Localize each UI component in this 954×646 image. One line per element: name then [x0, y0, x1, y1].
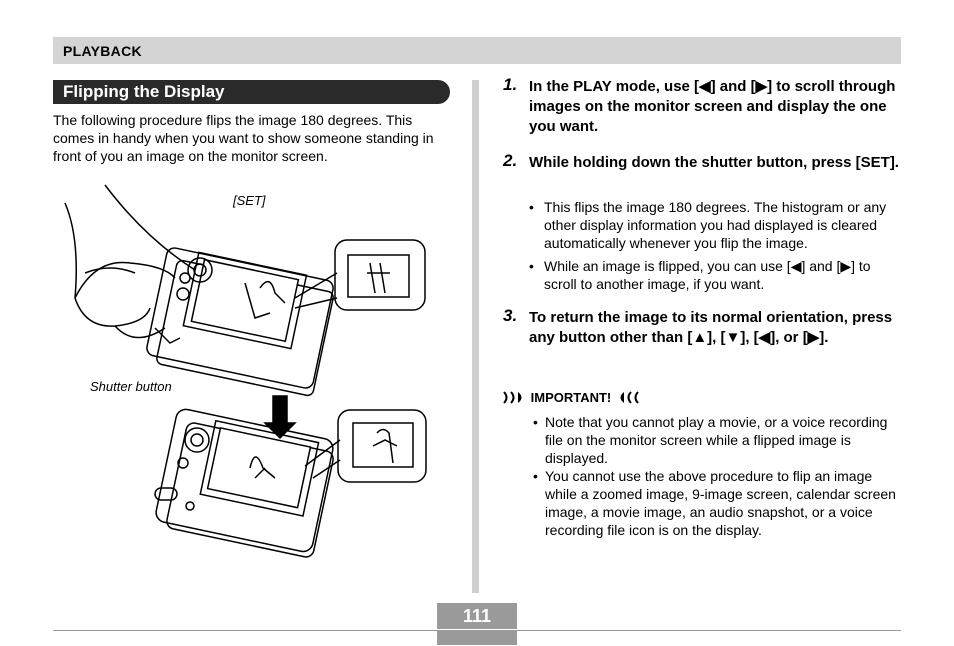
bullet-icon: •	[533, 468, 538, 484]
step-text: While holding down the shutter button, p…	[529, 154, 899, 171]
important-list: • Note that you cannot play a movie, or …	[533, 413, 903, 539]
list-item: • While an image is flipped, you can use…	[526, 257, 902, 293]
important-left-icon	[503, 391, 522, 404]
important-right-icon	[620, 391, 639, 404]
bullet-text: Note that you cannot play a movie, or a …	[545, 414, 888, 466]
page-number: 111	[437, 603, 517, 629]
step-number: 1.	[503, 75, 518, 94]
camera-drawing	[64, 184, 427, 558]
step-text: To return the image to its normal orient…	[529, 309, 893, 346]
important-heading: IMPORTANT!	[503, 390, 639, 405]
bullet-icon: •	[533, 414, 538, 430]
page-number-box: 111	[437, 603, 517, 645]
bullet-icon: •	[529, 199, 534, 215]
section-label: PLAYBACK	[63, 43, 142, 59]
important-label: IMPORTANT!	[530, 390, 612, 405]
bullet-text: While an image is flipped, you can use […	[544, 258, 871, 292]
list-item: • This flips the image 180 degrees. The …	[526, 198, 902, 252]
page-title: Flipping the Display	[63, 82, 225, 101]
step-text: In the PLAY mode, use [◀] and [▶] to scr…	[529, 78, 896, 135]
shutter-label: Shutter button	[90, 379, 172, 394]
bullet-text: This flips the image 180 degrees. The hi…	[544, 199, 887, 251]
section-title-bar: Flipping the Display	[53, 80, 450, 104]
page-number-band	[437, 631, 517, 645]
set-label: [SET]	[233, 193, 266, 208]
list-item: • Note that you cannot play a movie, or …	[533, 413, 903, 467]
camera-illustration: [SET] Shutter button	[55, 178, 455, 580]
bullet-text: You cannot use the above procedure to fl…	[545, 468, 896, 538]
step-number: 3.	[503, 306, 518, 325]
header-bar: PLAYBACK	[53, 37, 901, 64]
footer-divider	[53, 630, 901, 631]
step-number: 2.	[503, 151, 518, 170]
list-item: • You cannot use the above procedure to …	[533, 467, 903, 539]
intro-paragraph: The following procedure flips the image …	[53, 112, 434, 164]
bullet-icon: •	[529, 258, 534, 274]
step-2-bullets: • This flips the image 180 degrees. The …	[526, 198, 902, 293]
column-divider	[472, 80, 479, 593]
